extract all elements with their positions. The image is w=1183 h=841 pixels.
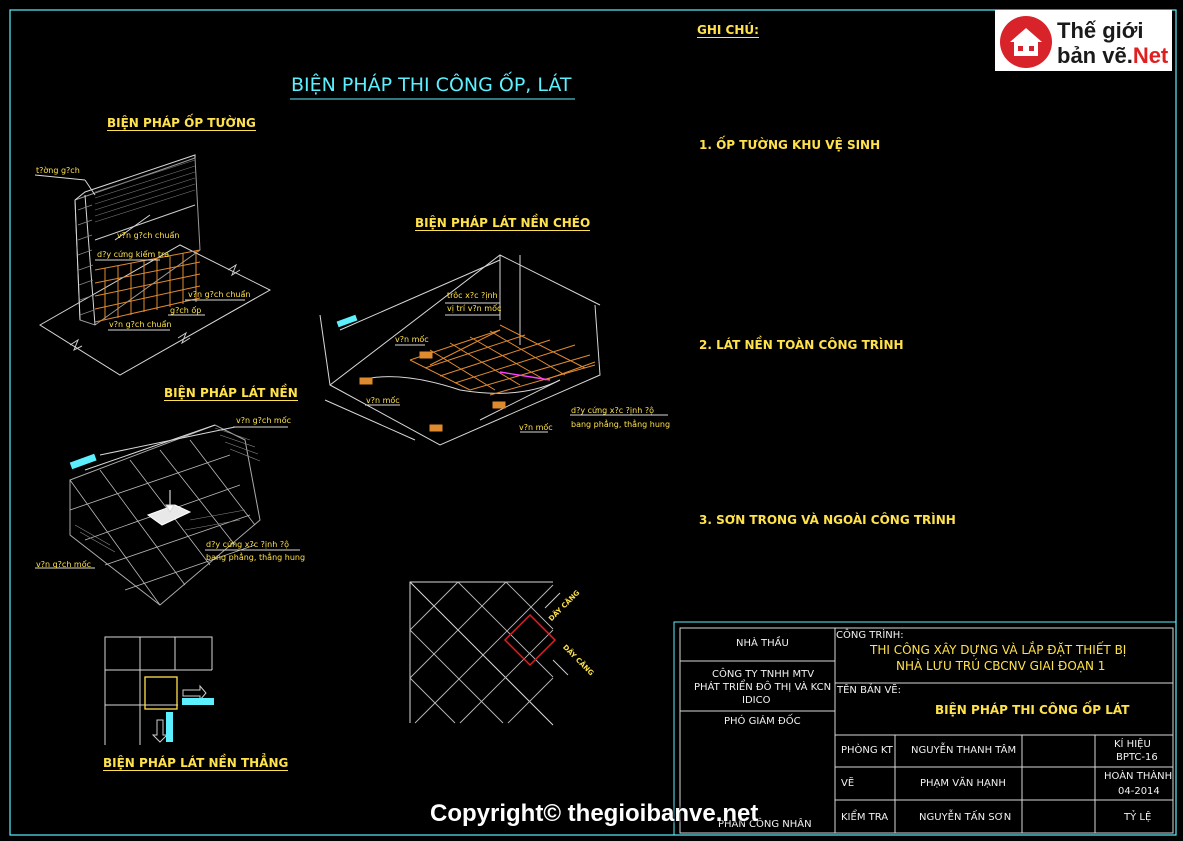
tb-company-line3: IDICO [742, 695, 771, 706]
tb-ki-hieu: BPTC-16 [1116, 752, 1158, 763]
lat-nen-level-marker [69, 453, 97, 470]
op-floor [39, 244, 272, 376]
op-label-day: d?y cứng kiểm tra [97, 250, 170, 259]
thang-marker-h [182, 698, 214, 705]
cheo-level-marker [336, 314, 358, 328]
note-item-1: 1. ỐP TƯỜNG KHU VỆ SINH [699, 138, 881, 152]
tb-company-line1: CÔNG TY TNHH MTV [712, 669, 815, 680]
tb-company-line2: PHÁT TRIỂN ĐÔ THỊ VÀ KCN [694, 682, 832, 693]
tb-ten-ban-ve: BIỆN PHÁP THI CÔNG ỐP LÁT [935, 703, 1130, 717]
tb-name-3: NGUYỄN TẤN SƠN [919, 812, 1012, 823]
lat-nen-cheo-figure [319, 254, 668, 446]
lat-nen-figure [35, 424, 300, 606]
op-label-van-1: v?n g?ch chuẩn [117, 231, 180, 240]
tb-ty-le-label: TỶ LỆ [1124, 812, 1152, 823]
logo-text-line1: Thế giới [1057, 18, 1144, 43]
sheet-border [9, 9, 1177, 836]
ln-label-bang: bang phẳng, thẳng hung [206, 553, 306, 562]
cheo-label-van-2: v?n mốc [366, 396, 400, 405]
ln-label-van-2: v?n g?ch mốc [36, 560, 92, 569]
copyright-watermark: Copyright© thegioibanve.net [430, 800, 759, 827]
cheo-label-van-1: v?n mốc [395, 335, 429, 344]
ln-label-van-1: v?n g?ch mốc [236, 416, 292, 425]
title-block-lines [673, 621, 1177, 836]
cheo-tiles [409, 324, 596, 396]
tb-role-2: VẼ [841, 778, 855, 789]
site-logo: Thế giới bản vẽ.Net [995, 10, 1172, 71]
note-item-2: 2. LÁT NỀN TOÀN CÔNG TRÌNH [699, 338, 904, 352]
thang-marker-v [166, 712, 173, 742]
tb-role-1: PHÒNG KT [841, 745, 893, 756]
op-label-tuong: t?ờng g?ch [36, 166, 80, 175]
tb-cong-trinh-label: CÔNG TRÌNH: [836, 630, 904, 641]
main-title: BIỆN PHÁP THI CÔNG ỐP, LÁT [291, 74, 572, 96]
tb-hoan-thanh-label: HOÀN THÀNH [1104, 771, 1173, 782]
notes-heading: GHI CHÚ: [697, 23, 759, 38]
op-tiles [94, 249, 201, 323]
cheo-label-van-3: v?n mốc [519, 423, 553, 432]
op-label-gach-op: g?ch ốp [170, 306, 202, 315]
ln-label-day: d?y cứng x?c ?ịnh ?ộ [206, 540, 289, 549]
section-title-op-tuong: BIỆN PHÁP ỐP TƯỜNG [107, 116, 256, 131]
op-label-van-2: v?n g?ch chuẩn [188, 290, 251, 299]
tb-name-1: NGUYỄN THANH TÂM [911, 745, 1017, 756]
tb-cong-trinh-line1: THI CÔNG XÂY DỰNG VÀ LẮP ĐẶT THIẾT BỊ [870, 643, 1127, 657]
cheo-label-day: d?y cứng x?c ?ịnh ?ộ [571, 406, 654, 415]
note-item-3: 3. SƠN TRONG VÀ NGOÀI CÔNG TRÌNH [699, 513, 956, 527]
tb-phan-cong-nhan: PHAN CÔNG NHÂN [718, 819, 812, 830]
tb-pho-giam-doc: PHÓ GIÁM ĐỐC [724, 716, 801, 727]
tb-cong-trinh-line2: NHÀ LƯU TRÚ CBCNV GIAI ĐOẠN 1 [896, 659, 1106, 673]
tb-nha-thau-label: NHÀ THẦU [736, 638, 789, 649]
logo-text-line2: bản vẽ.Net [1057, 43, 1169, 68]
section-title-lat-nen-cheo: BIỆN PHÁP LÁT NỀN CHÉO [415, 216, 591, 231]
cheo-label-truc: trôc x?c ?ịnh [447, 291, 498, 300]
tb-name-2: PHẠM VĂN HẠNH [920, 778, 1006, 789]
house-logo-icon [1000, 16, 1052, 68]
section-title-lat-nen: BIỆN PHÁP LÁT NỀN [164, 386, 298, 401]
op-tuong-figure [34, 154, 272, 376]
tb-ki-hieu-label: KÍ HIỆU [1114, 739, 1151, 750]
cheo-label-vitri: vị trí v?n mốc [447, 304, 502, 313]
diag-detail-figure [409, 581, 569, 726]
lat-nen-thang-figure [104, 636, 213, 745]
op-label-van-3: v?n g?ch chuẩn [109, 320, 172, 329]
cheo-label-bang: bang phẳng, thẳng hung [571, 420, 671, 429]
tb-hoan-thanh: 04-2014 [1118, 786, 1160, 797]
tb-role-3: KIỂM TRA [841, 812, 889, 823]
section-title-lat-nen-thang: BIỆN PHÁP LÁT NỀN THẲNG [103, 756, 289, 771]
tb-ten-ban-ve-label: TÊN BẢN VẼ: [837, 685, 901, 696]
